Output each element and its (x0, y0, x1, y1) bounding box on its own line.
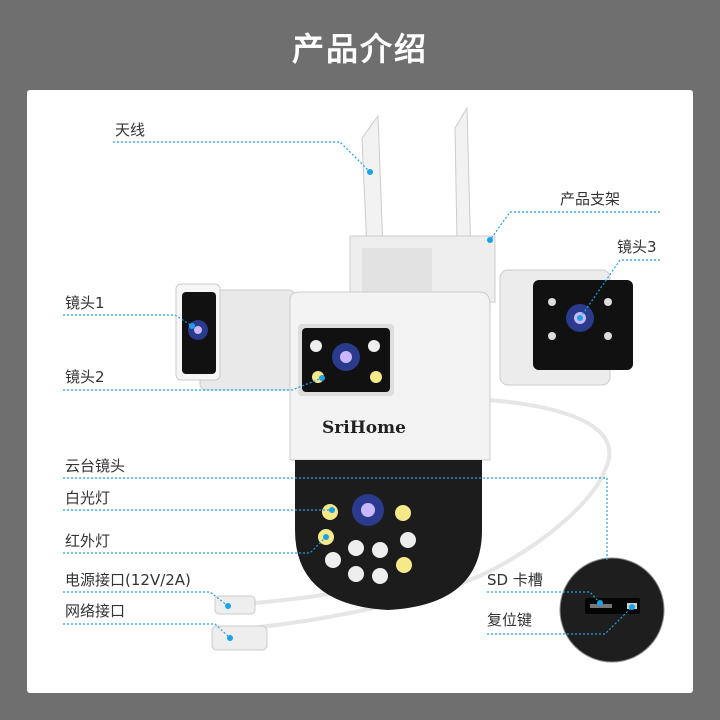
callout-dots (189, 169, 635, 641)
brand-logo: SriHome (322, 418, 406, 438)
network-connector (211, 625, 268, 651)
label-bracket: 产品支架 (560, 190, 621, 208)
bracket (349, 235, 496, 303)
label-ir-light: 红外灯 (65, 532, 111, 550)
side-camera-right (499, 269, 633, 386)
page-title: 产品介绍 (291, 30, 428, 68)
label-sd-slot: SD 卡槽 (487, 571, 543, 589)
side-camera-left (175, 283, 296, 391)
label-antenna: 天线 (115, 121, 146, 139)
label-white-light: 白光灯 (65, 489, 111, 507)
antenna-left (361, 114, 384, 251)
ptz-dome (295, 460, 482, 610)
label-lens1: 镜头1 (65, 294, 105, 312)
main-body (289, 291, 491, 461)
label-ptz-lens: 云台镜头 (65, 457, 126, 475)
label-lens2: 镜头2 (65, 368, 105, 386)
callout-lines (63, 141, 660, 639)
label-reset-key: 复位键 (487, 611, 533, 629)
label-network-port: 网络接口 (65, 602, 126, 620)
label-lens3: 镜头3 (617, 238, 657, 256)
sd-slot-inset (559, 557, 665, 663)
power-connector (214, 595, 256, 615)
label-power-port: 电源接口(12V/2A) (65, 571, 191, 589)
